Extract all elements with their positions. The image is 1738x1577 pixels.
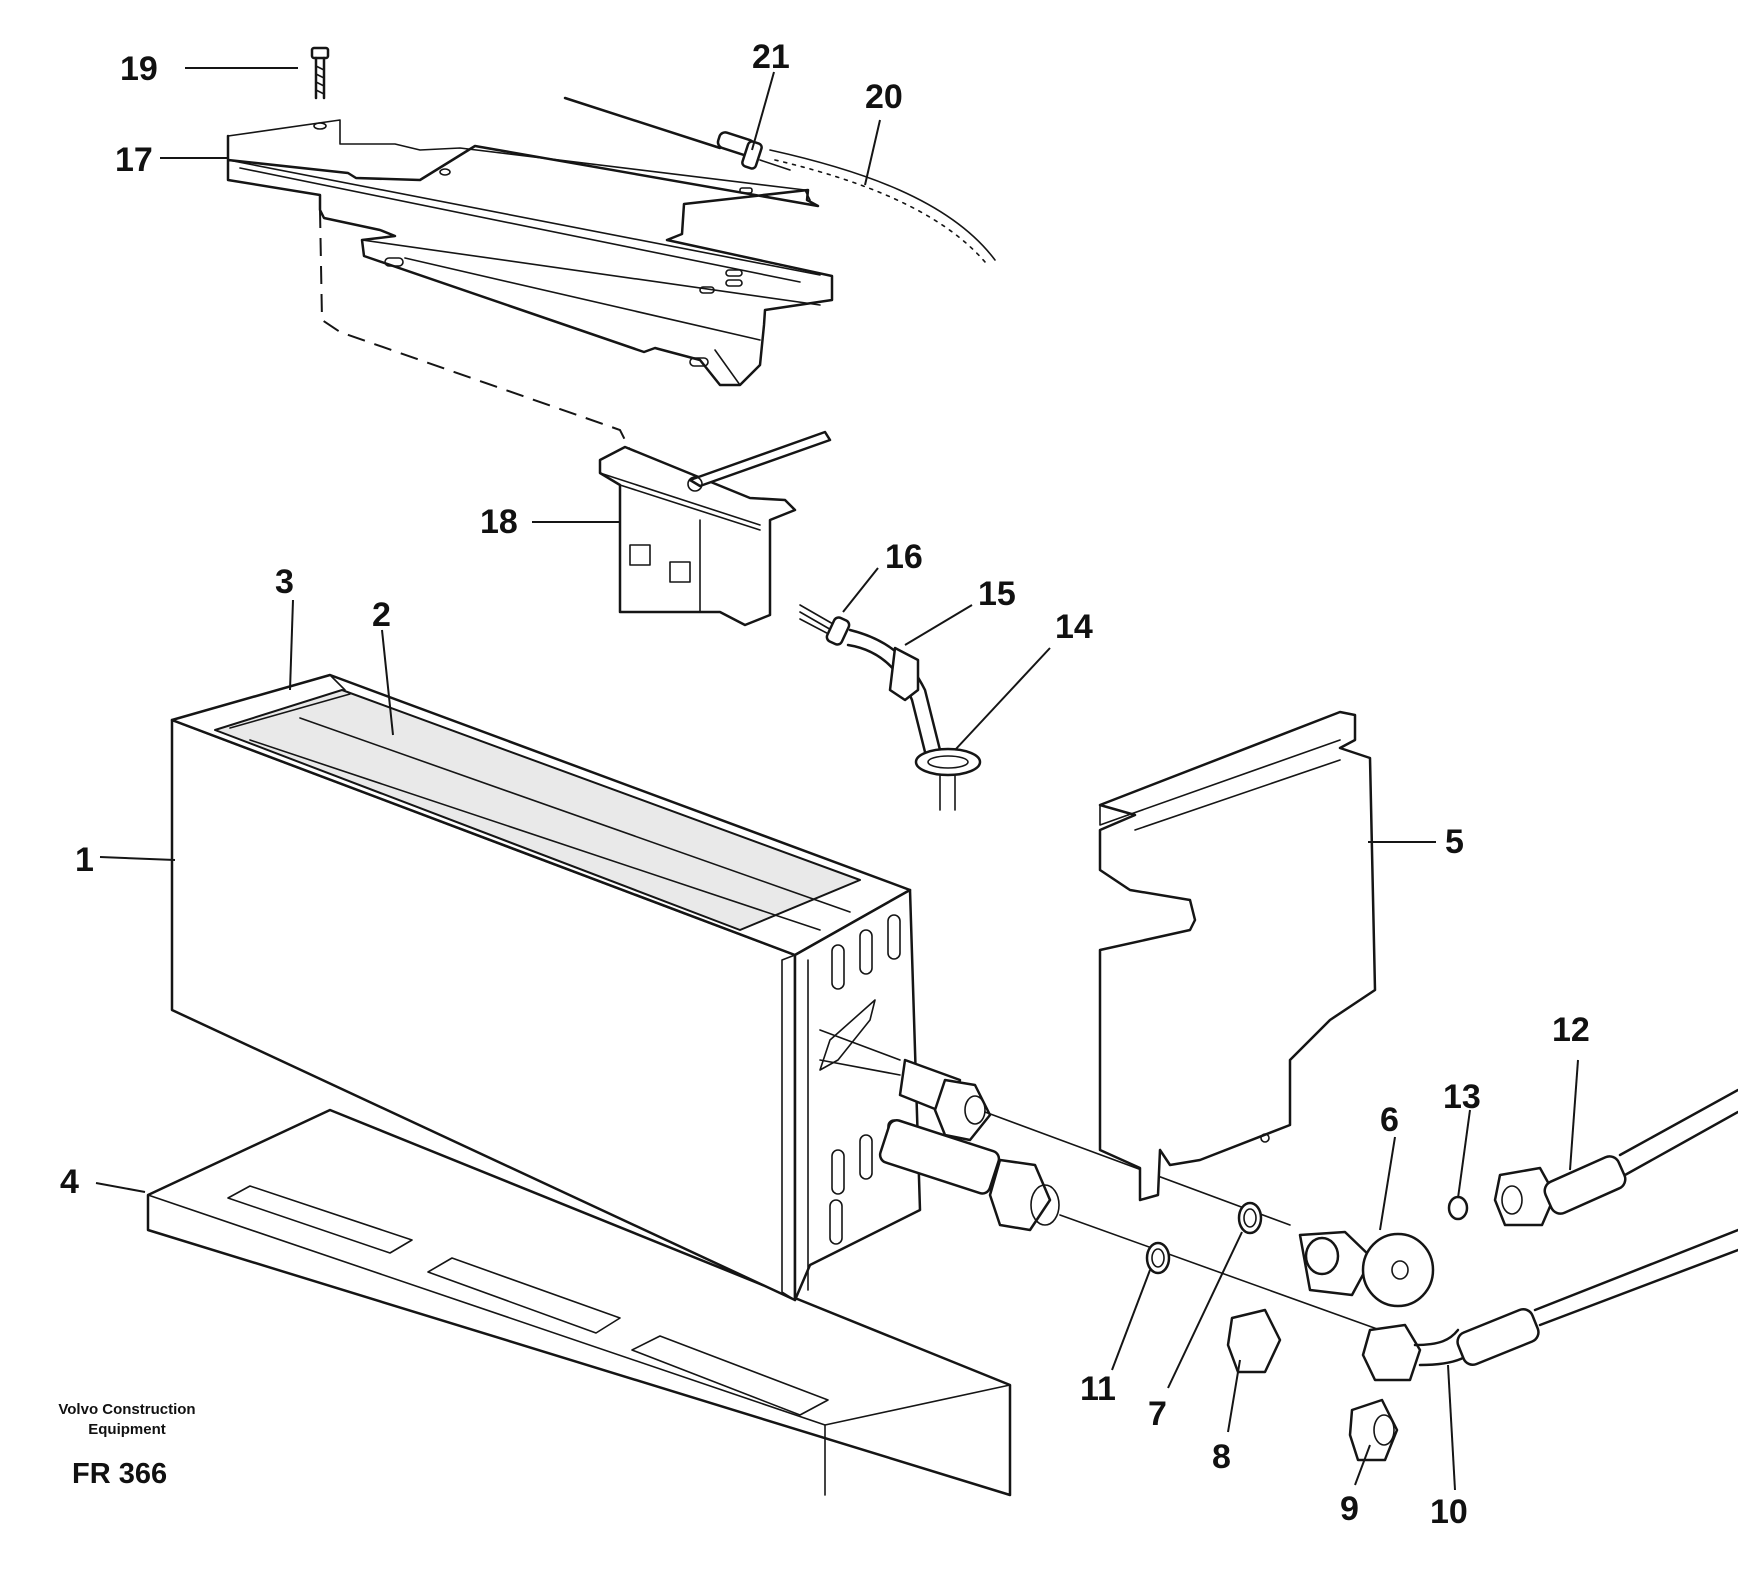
- callout-18: 18: [480, 503, 518, 541]
- part-6-valve: [1298, 1230, 1435, 1308]
- callout-4: 4: [60, 1163, 79, 1201]
- callout-3: 3: [275, 563, 294, 601]
- callout-21: 21: [752, 38, 790, 76]
- callout-2: 2: [372, 596, 391, 634]
- callout-20: 20: [865, 78, 903, 116]
- leader-lines: [95, 67, 1579, 1491]
- part-12-hose: [1493, 1088, 1738, 1227]
- pipe-fittings: [819, 1029, 1381, 1331]
- part-18-switch: [598, 430, 832, 627]
- callout-8: 8: [1212, 1438, 1231, 1476]
- callout-7: 7: [1148, 1395, 1167, 1433]
- brand-label: Volvo Construction Equipment: [38, 1400, 216, 1441]
- part-10-hose: [1361, 1228, 1738, 1382]
- callout-12: 12: [1552, 1011, 1590, 1049]
- callout-16: 16: [885, 538, 923, 576]
- callout-11: 11: [1080, 1370, 1116, 1408]
- callout-15: 15: [978, 575, 1016, 613]
- callout-1: 1: [75, 841, 94, 879]
- part-5-shield-plate: [1098, 710, 1377, 1202]
- callout-14: 14: [1055, 608, 1093, 646]
- callout-5: 5: [1445, 823, 1464, 861]
- part-13-seal-ring: [1447, 1195, 1469, 1221]
- part-7-washer: [1237, 1201, 1263, 1235]
- part-17-mounting-bracket: [226, 119, 834, 387]
- part-19-screw: [310, 46, 330, 100]
- part-8-sleeve: [1226, 1308, 1282, 1374]
- part-4-base-plate: [146, 1108, 1012, 1497]
- callout-6: 6: [1380, 1101, 1399, 1139]
- callout-9: 9: [1340, 1490, 1359, 1528]
- callout-19: 19: [120, 50, 158, 88]
- brand-line-1: Volvo Construction: [58, 1401, 196, 1418]
- callout-10: 10: [1430, 1493, 1468, 1531]
- figure-code: FR 366: [72, 1458, 168, 1490]
- part-1-heater-housing: [170, 673, 922, 1302]
- callout-17: 17: [115, 141, 153, 179]
- part-14-15-16-hose: [799, 604, 982, 811]
- part-11-washer: [1145, 1241, 1171, 1275]
- brand-line-2: Equipment: [88, 1421, 166, 1439]
- dashed-connector-line: [319, 209, 631, 451]
- callout-13: 13: [1443, 1078, 1481, 1116]
